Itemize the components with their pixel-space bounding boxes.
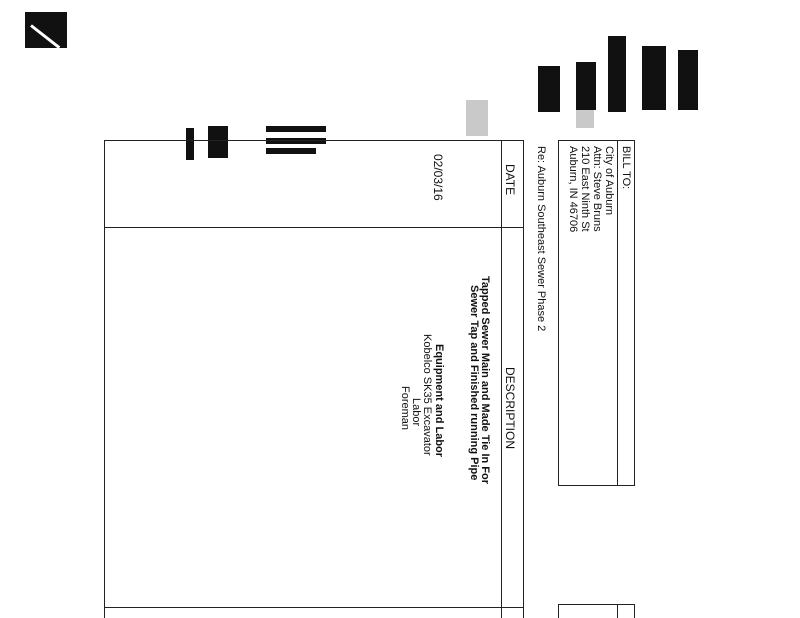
table-column-divider: [105, 227, 523, 228]
table-column-divider: [105, 607, 523, 608]
table-header-divider: [501, 141, 502, 618]
bill-to-box: [558, 140, 635, 486]
equipment-heading: Equipment and Labor: [433, 344, 445, 458]
scan-corner-mark: [25, 12, 67, 48]
re-line: Re: Auburn Southeast Sewer Phase 2: [535, 146, 547, 332]
info-box: [558, 604, 635, 618]
bill-to-heading: BILL TO:: [620, 146, 632, 190]
description-line: Tapped Sewer Main and Made Tie In For: [479, 276, 491, 485]
company-logo: [530, 26, 710, 112]
bill-to-line: Auburn, IN 46706: [567, 146, 579, 233]
equipment-line: Foreman: [399, 386, 411, 431]
letterhead-mark: [180, 124, 340, 164]
bill-to-address: City of Auburn Attn: Steve Bruns 210 Eas…: [567, 146, 615, 232]
bill-to-line: Attn: Steve Bruns: [591, 146, 603, 232]
col-header-description: DESCRIPTION: [503, 367, 517, 450]
col-header-date: DATE: [503, 164, 517, 196]
description-line: Sewer Tap and Finished running Pipe: [468, 285, 480, 481]
invoice-table: [104, 140, 524, 618]
scan-smudge: [466, 100, 488, 136]
equipment-line: Labor: [410, 398, 422, 427]
date-cell: 02/03/16: [431, 154, 445, 201]
bill-to-divider: [617, 141, 618, 485]
equipment-line: Kobelco SK35 Excavator: [421, 334, 433, 456]
bill-to-line: 210 East Ninth St: [579, 146, 591, 232]
bill-to-line: City of Auburn: [603, 146, 615, 216]
